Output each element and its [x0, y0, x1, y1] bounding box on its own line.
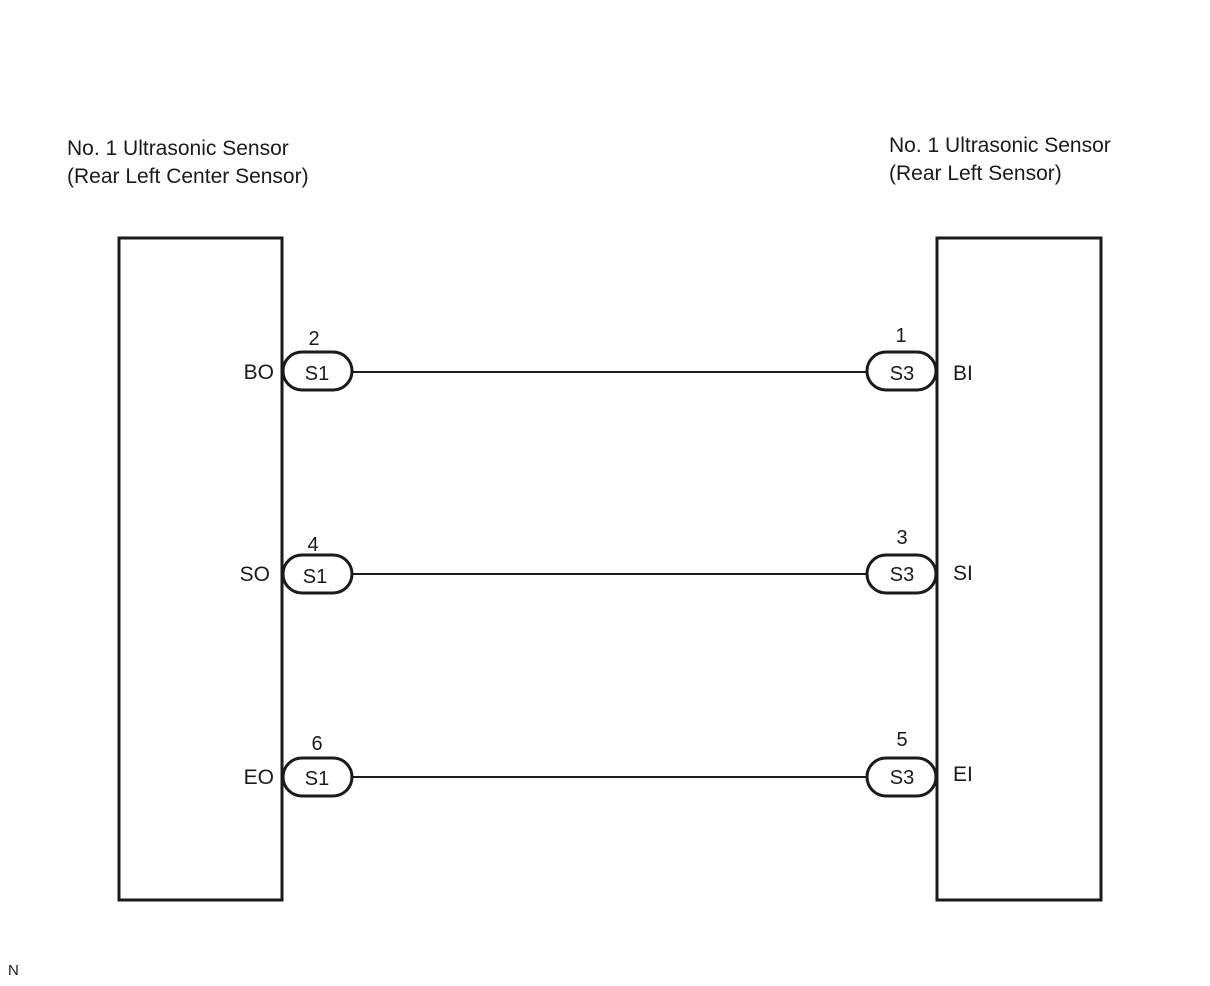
right-connector-label: S3 [890, 363, 914, 385]
wire-row-3: S1 6 EO S3 5 EI [244, 729, 973, 798]
left-pin-number: 2 [308, 328, 319, 350]
right-pin-number: 1 [895, 325, 906, 347]
left-connector-pill [281, 756, 354, 798]
left-pin-name: EO [244, 766, 274, 789]
left-pin-number: 4 [307, 534, 318, 556]
footer-code: N [8, 962, 19, 979]
left-connector-label: S1 [305, 768, 329, 790]
left-pin-name: BO [244, 361, 274, 384]
right-component-title: No. 1 Ultrasonic Sensor (Rear Left Senso… [889, 132, 1111, 188]
right-pin-name: EI [953, 763, 973, 786]
left-pin-name: SO [240, 563, 270, 586]
right-pin-number: 3 [896, 527, 907, 549]
left-connector-pill [281, 553, 354, 595]
right-connector-pill [865, 756, 938, 798]
right-sensor-box [935, 236, 1103, 902]
right-connector-label: S3 [890, 767, 914, 789]
right-connector-pill [865, 553, 938, 595]
left-connector-pill [281, 350, 354, 392]
wire-row-2: S1 4 SO S3 3 SI [240, 527, 973, 595]
right-connector-pill [865, 350, 938, 392]
wire-row-1: S1 2 BO S3 1 BI [244, 325, 973, 392]
left-pin-number: 6 [311, 733, 322, 755]
right-pin-name: SI [953, 562, 973, 585]
right-pin-name: BI [953, 362, 973, 385]
left-component-title: No. 1 Ultrasonic Sensor (Rear Left Cente… [67, 135, 309, 191]
left-connector-label: S1 [305, 363, 329, 385]
left-title-line1: No. 1 Ultrasonic Sensor [67, 137, 289, 160]
right-connector-label: S3 [890, 564, 914, 586]
right-pin-number: 5 [896, 729, 907, 751]
right-title-line1: No. 1 Ultrasonic Sensor [889, 134, 1111, 157]
left-sensor-box [117, 236, 284, 902]
left-connector-label: S1 [303, 566, 327, 588]
right-title-line2: (Rear Left Sensor) [889, 162, 1062, 185]
left-title-line2: (Rear Left Center Sensor) [67, 165, 309, 188]
